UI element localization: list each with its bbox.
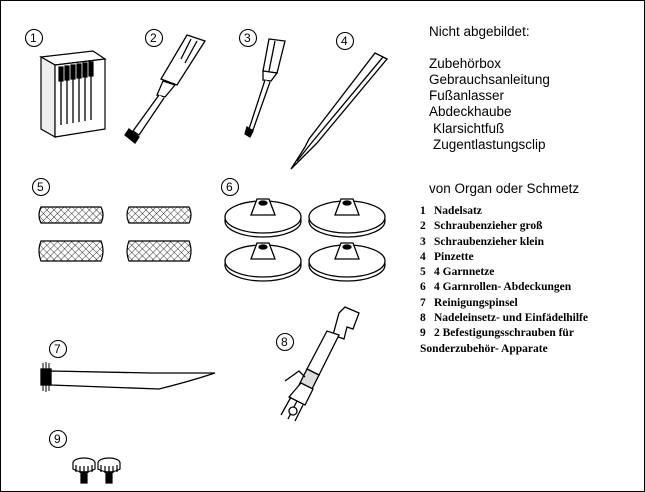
- thread-nets-drawing: [38, 206, 192, 262]
- callout-circles: [24, 28, 355, 449]
- not-shown-item: Fußanlasser: [429, 88, 505, 103]
- legend-label: Sonderzubehör- Apparate: [420, 342, 548, 355]
- needle-set-drawing: [39, 50, 107, 139]
- legend-list: 1 Nadelsatz 2 Schraubenzieher groß 3 Sch…: [420, 204, 642, 357]
- callout-8: 8: [281, 335, 288, 349]
- legend-item: 8 Nadeleinsetz- und Einfädelhilfe: [420, 311, 642, 326]
- legend-item: 5 4 Garnnetze: [420, 265, 642, 280]
- fastening-screws-drawing: [72, 457, 121, 484]
- small-screwdriver-drawing: [244, 38, 286, 138]
- source-note: von Organ oder Schmetz: [429, 181, 580, 196]
- threading-tool-drawing: [280, 306, 360, 422]
- not-shown-item: Gebrauchsanleitung: [429, 72, 550, 87]
- legend-label: Pinzette: [434, 250, 474, 263]
- legend-number: 7: [420, 296, 426, 309]
- callout-4: 4: [341, 34, 348, 48]
- legend-item: 4 Pinzette: [420, 250, 642, 265]
- legend-label: 4 Garnrollen- Abdeckungen: [434, 281, 572, 294]
- callout-9: 9: [54, 432, 61, 446]
- callout-5: 5: [37, 180, 44, 194]
- legend-number: 5: [420, 266, 426, 279]
- not-shown-item: Zubehörbox: [429, 56, 502, 71]
- legend-label: Reinigungspinsel: [434, 296, 518, 309]
- callout-6: 6: [226, 180, 233, 194]
- legend-item: 1 Nadelsatz: [420, 204, 642, 219]
- legend-item: 9 2 Befestigungsschrauben für: [420, 326, 642, 341]
- spool-covers-drawing: [224, 198, 386, 282]
- legend-label: 4 Garnnetze: [434, 266, 495, 279]
- callout-7: 7: [54, 342, 61, 356]
- legend-continuation: Sonderzubehör- Apparate: [420, 342, 642, 357]
- legend-number: 6: [420, 281, 426, 294]
- legend-item: 3 Schraubenzieher klein: [420, 235, 642, 250]
- legend-number: 2: [420, 220, 426, 233]
- large-screwdriver-drawing: [124, 34, 206, 144]
- legend-label: Nadelsatz: [434, 205, 482, 217]
- callout-3: 3: [244, 31, 251, 45]
- legend-number: 1: [420, 205, 426, 217]
- legend-label: Schraubenzieher klein: [434, 235, 545, 248]
- tweezers-drawing: [290, 52, 389, 170]
- not-shown-item: Klarsichtfuß: [433, 121, 505, 136]
- legend-item: 7 Reinigungspinsel: [420, 296, 642, 311]
- legend-label: 2 Befestigungsschrauben für: [434, 327, 574, 340]
- callout-1: 1: [30, 31, 37, 45]
- not-shown-item: Zugentlastungsclip: [433, 137, 546, 152]
- legend-number: 8: [420, 312, 426, 325]
- not-shown-item: Abdeckhaube: [429, 104, 512, 119]
- not-shown-heading: Nicht abgebildet:: [429, 24, 530, 39]
- legend-number: 3: [420, 235, 426, 248]
- legend-item: 6 4 Garnrollen- Abdeckungen: [420, 280, 642, 295]
- legend-item: 2 Schraubenzieher groß: [420, 219, 642, 234]
- legend-label: Nadeleinsetz- und Einfädelhilfe: [434, 312, 588, 325]
- legend-number: 4: [420, 250, 426, 263]
- legend-label: Schraubenzieher groß: [434, 220, 543, 233]
- callout-2: 2: [150, 31, 157, 45]
- legend-number: 9: [420, 327, 426, 340]
- cleaning-brush-drawing: [40, 362, 216, 392]
